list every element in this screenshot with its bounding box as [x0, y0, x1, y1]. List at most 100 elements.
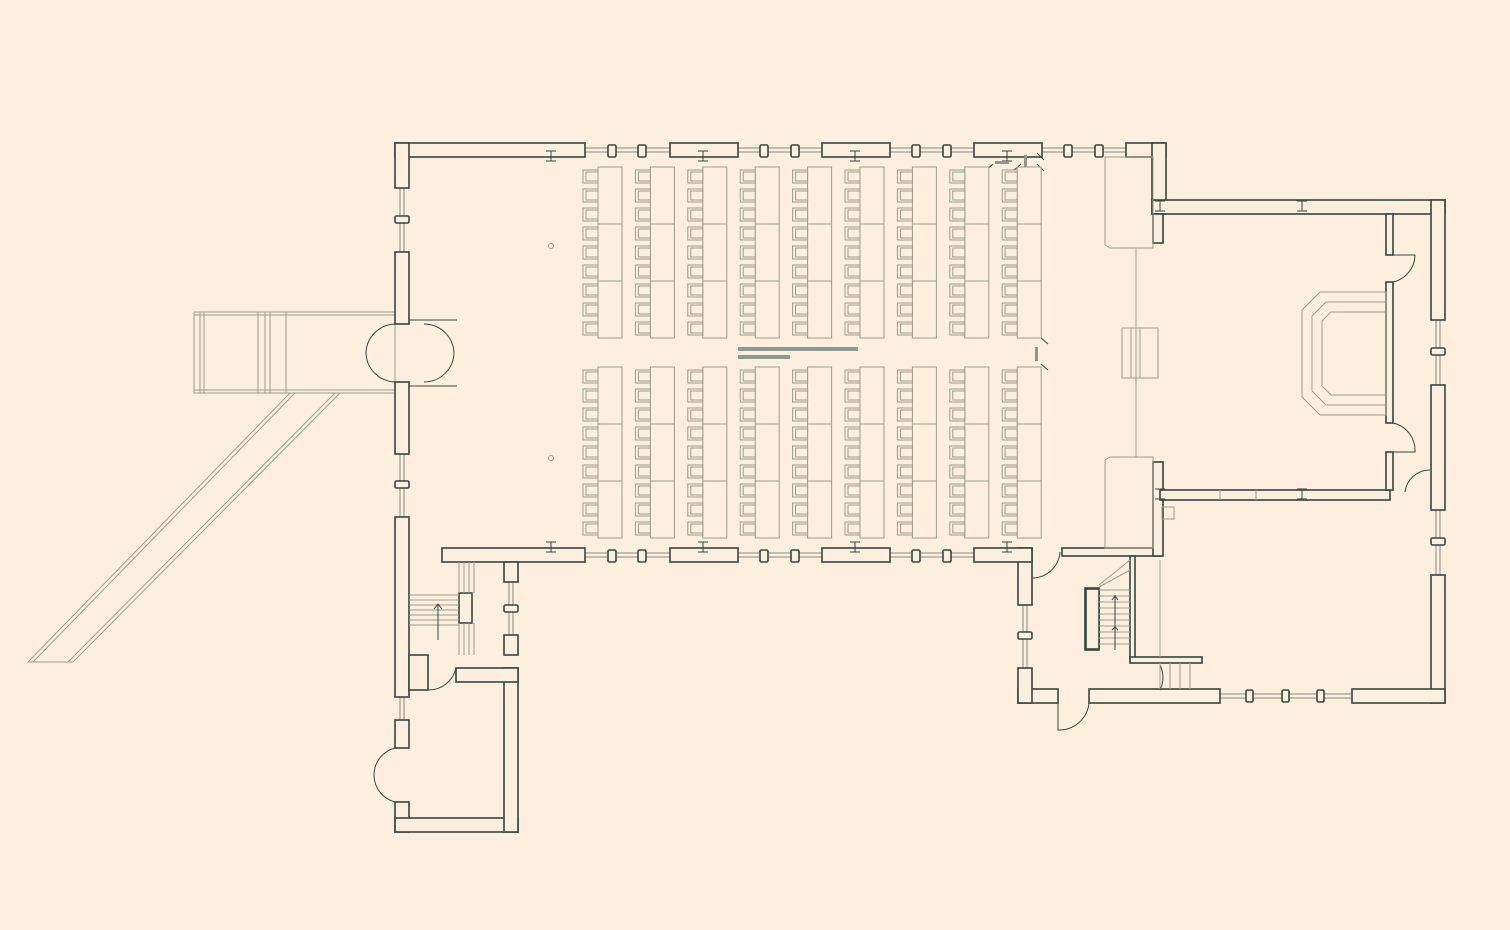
- chair: [844, 521, 861, 536]
- chair: [896, 169, 913, 184]
- table: [1016, 423, 1042, 482]
- table: [1016, 280, 1042, 339]
- table: [649, 223, 675, 282]
- chair: [792, 369, 809, 384]
- table: [597, 480, 623, 539]
- chair: [687, 464, 704, 479]
- chair: [844, 483, 861, 498]
- beam-marker: [1297, 488, 1307, 500]
- chair: [739, 464, 756, 479]
- chair: [634, 464, 651, 479]
- chair: [949, 321, 966, 336]
- chair: [739, 264, 756, 279]
- table: [649, 480, 675, 539]
- chair: [844, 188, 861, 203]
- wall: [1430, 199, 1446, 321]
- table: [754, 423, 780, 482]
- chair: [634, 207, 651, 222]
- chair: [844, 407, 861, 422]
- chair: [896, 445, 913, 460]
- window-mullion: [637, 549, 647, 563]
- wall: [1129, 555, 1136, 662]
- table: [702, 280, 728, 339]
- chair: [634, 483, 651, 498]
- chair: [634, 169, 651, 184]
- chair: [739, 369, 756, 384]
- table: [911, 423, 937, 482]
- chair: [792, 521, 809, 536]
- chair: [582, 188, 599, 203]
- chair: [1001, 521, 1018, 536]
- table: [597, 166, 623, 225]
- chair: [739, 245, 756, 260]
- window-mullions: [394, 144, 1446, 703]
- table: [911, 366, 937, 425]
- chair: [687, 264, 704, 279]
- chair: [896, 302, 913, 317]
- chair: [844, 245, 861, 260]
- window-mullion: [911, 144, 921, 158]
- wall: [669, 547, 739, 563]
- table: [1016, 366, 1042, 425]
- chair: [792, 407, 809, 422]
- stairs: [409, 559, 1191, 689]
- beam-marker: [1155, 488, 1165, 500]
- chair: [634, 407, 651, 422]
- chair: [792, 426, 809, 441]
- chair: [949, 445, 966, 460]
- chair: [949, 521, 966, 536]
- table: [964, 280, 990, 339]
- chair: [739, 502, 756, 517]
- chair: [634, 502, 651, 517]
- wall: [394, 142, 586, 158]
- chair: [1001, 226, 1018, 241]
- wall: [455, 667, 519, 683]
- chair: [1001, 483, 1018, 498]
- window-mullion: [790, 549, 800, 563]
- window-mullion: [607, 144, 617, 158]
- table: [807, 423, 833, 482]
- table: [807, 223, 833, 282]
- chair: [687, 321, 704, 336]
- entrance-ramp: [26, 311, 396, 663]
- chair: [792, 388, 809, 403]
- chair: [844, 502, 861, 517]
- chair: [687, 445, 704, 460]
- chair: [949, 283, 966, 298]
- table: [859, 366, 885, 425]
- chair: [739, 426, 756, 441]
- chair: [582, 445, 599, 460]
- table: [964, 423, 990, 482]
- wall: [1385, 281, 1394, 424]
- chair: [582, 483, 599, 498]
- wall: [1061, 547, 1161, 557]
- table: [702, 480, 728, 539]
- wall: [1430, 384, 1446, 511]
- wall: [441, 547, 586, 563]
- chair: [739, 283, 756, 298]
- beam-marker: [1297, 200, 1307, 212]
- chair: [896, 226, 913, 241]
- table: [702, 423, 728, 482]
- table: [859, 480, 885, 539]
- chair: [1001, 369, 1018, 384]
- chair: [634, 369, 651, 384]
- chair: [1001, 207, 1018, 222]
- chair: [1001, 302, 1018, 317]
- chair: [687, 302, 704, 317]
- stage: [1104, 156, 1387, 549]
- table: [754, 366, 780, 425]
- chair: [582, 426, 599, 441]
- window-mullion: [911, 549, 921, 563]
- chair: [896, 188, 913, 203]
- wall: [1385, 451, 1394, 491]
- chair: [896, 426, 913, 441]
- wall: [1017, 667, 1033, 704]
- chair: [1001, 188, 1018, 203]
- chair: [896, 369, 913, 384]
- window-mullion: [1245, 689, 1254, 703]
- chair: [792, 464, 809, 479]
- wall: [394, 719, 410, 749]
- chair: [582, 388, 599, 403]
- chair: [949, 207, 966, 222]
